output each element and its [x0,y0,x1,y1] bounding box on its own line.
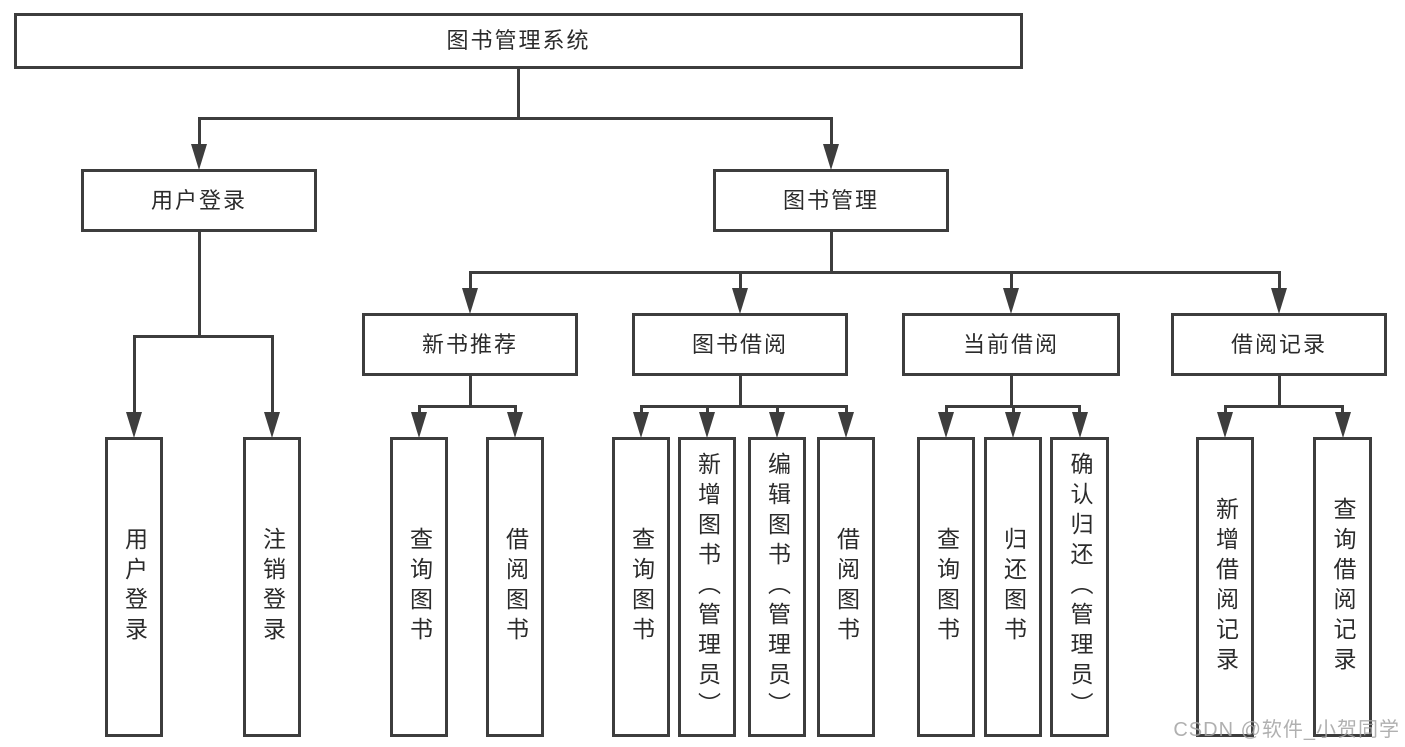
arrowhead-down-icon [1334,412,1351,438]
node-leaf-user-login: 用户登录 [105,437,163,737]
node-leaf-logout: 注销登录 [243,437,301,737]
connector-stem [197,231,201,338]
arrowhead-down-icon [838,412,854,438]
node-borrow-record: 借阅记录 [1171,313,1387,376]
connector-branch [132,334,274,338]
connector-drop [1009,272,1013,293]
node-current-borrow: 当前借阅 [902,313,1120,376]
node-root: 图书管理系统 [14,13,1023,69]
node-leaf-edit-book: 编辑图书（管理员） [748,437,806,737]
connector-drop [844,406,848,417]
connector-stem [517,68,520,120]
connector-drop [513,406,517,417]
connector-drop [270,336,274,417]
connector-drop [738,272,742,293]
connector-drop [944,406,948,417]
arrowhead-down-icon [1217,412,1233,438]
connector-drop [417,406,421,417]
arrowhead-down-icon [462,288,478,314]
connector-drop [1223,406,1227,417]
connector-stem [1009,375,1013,408]
node-leaf-query-book-b: 查询图书 [612,437,670,737]
connector-drop [1078,406,1081,417]
connector-stem [738,375,742,408]
connector-branch [417,404,517,408]
arrowhead-down-icon [823,144,839,170]
node-leaf-return-book: 归还图书 [984,437,1042,737]
connector-branch [468,270,1281,274]
connector-drop [639,406,643,417]
connector-stem [468,375,472,408]
connector-drop [197,118,201,149]
connector-drop [829,118,833,149]
arrowhead-down-icon [1271,288,1287,314]
arrowhead-down-icon [1005,412,1021,438]
connector-drop [1277,272,1281,293]
arrowhead-down-icon [732,288,748,314]
arrowhead-down-icon [633,412,649,438]
connector-branch [1223,404,1344,408]
node-leaf-query-record: 查询借阅记录 [1313,437,1372,737]
node-book-mgmt: 图书管理 [713,169,949,232]
node-new-book-rec: 新书推荐 [362,313,578,376]
arrowhead-down-icon [1003,288,1019,314]
node-leaf-query-book-c: 查询图书 [917,437,975,737]
connector-drop [132,336,136,417]
connector-drop [1341,406,1344,417]
arrowhead-down-icon [264,412,280,438]
node-leaf-add-record: 新增借阅记录 [1196,437,1254,737]
arrowhead-down-icon [699,412,715,438]
connector-stem [829,231,833,274]
node-book-borrow: 图书借阅 [632,313,848,376]
connector-drop [775,406,779,417]
connector-drop [705,406,709,417]
connector-stem [1277,375,1281,408]
node-user-login: 用户登录 [81,169,317,232]
connector-branch [197,116,833,120]
arrowhead-down-icon [1071,412,1088,438]
node-leaf-borrow-book-b: 借阅图书 [817,437,875,737]
connector-branch [639,404,848,408]
arrowhead-down-icon [411,412,427,438]
arrowhead-down-icon [191,144,207,170]
connector-drop [468,272,472,293]
node-leaf-query-book-a: 查询图书 [390,437,448,737]
node-leaf-add-book: 新增图书（管理员） [678,437,736,737]
node-leaf-confirm-return: 确认归还（管理员） [1050,437,1109,737]
connector-drop [1011,406,1015,417]
csdn-watermark: CSDN @软件_小贺同学 [1173,719,1400,741]
node-leaf-borrow-book-a: 借阅图书 [486,437,544,737]
arrowhead-down-icon [938,412,954,438]
arrowhead-down-icon [769,412,785,438]
arrowhead-down-icon [507,412,523,438]
arrowhead-down-icon [126,412,142,438]
